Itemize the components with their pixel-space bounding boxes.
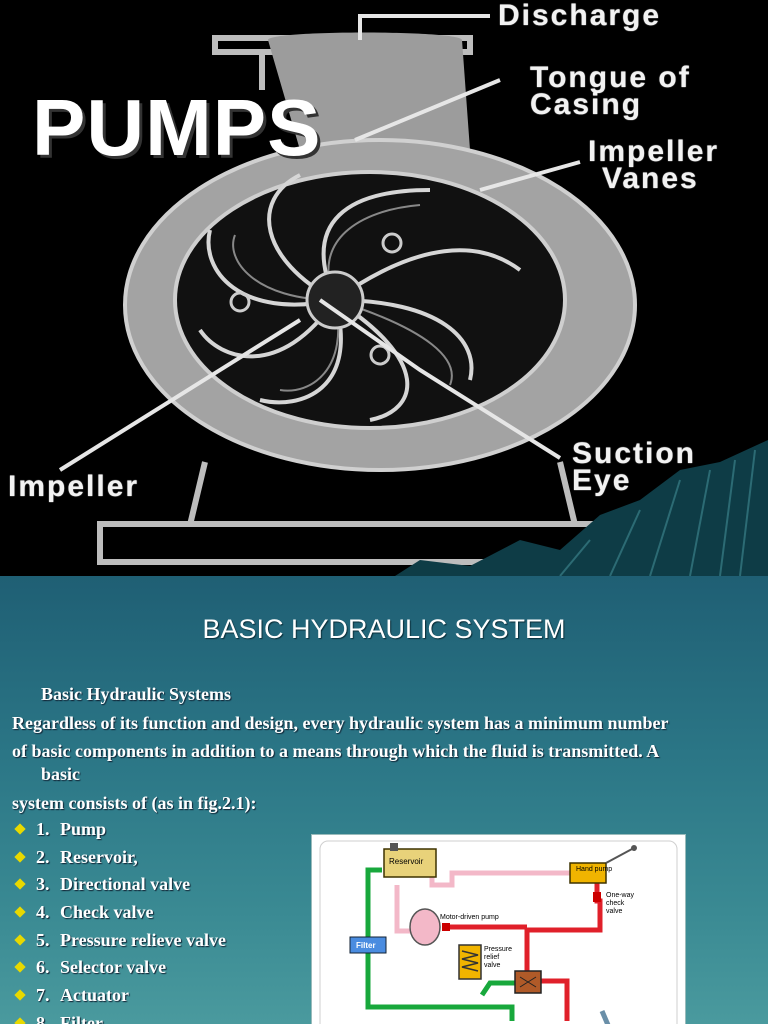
slide-heading: BASIC HYDRAULIC SYSTEM xyxy=(202,614,566,644)
list-item: 7. Actuator xyxy=(12,982,226,1010)
label-impeller: Impeller xyxy=(8,470,140,503)
list-item: 5. Pressure relieve valve xyxy=(12,927,226,955)
figure-label-hand-pump: Hand pump xyxy=(576,866,612,873)
paragraph-line: basic xyxy=(41,764,81,784)
item-text: Reservoir, xyxy=(60,846,138,867)
figure-label-motor-pump: Motor-driven pump xyxy=(440,914,499,921)
item-text: Selector valve xyxy=(60,957,167,978)
item-text: Directional valve xyxy=(60,874,191,895)
paragraph-line: system consists of (as in fig.2.1): xyxy=(12,793,257,813)
diamond-bullet-icon xyxy=(14,934,26,946)
diamond-bullet-icon xyxy=(14,823,26,835)
hydraulic-slide: BASIC HYDRAULIC SYSTEM Basic Hydraulic S… xyxy=(0,576,768,1024)
item-number: 1. xyxy=(36,819,50,839)
label-suction-eye: Suction Eye xyxy=(572,437,696,497)
section-subtitle: Basic Hydraulic Systems xyxy=(41,684,232,704)
list-item: 4. Check valve xyxy=(12,899,226,927)
item-number: 8. xyxy=(36,1012,50,1024)
label-tongue-of-casing: Tongue of Casing xyxy=(530,61,691,121)
centrifugal-pump-diagram xyxy=(58,14,768,576)
figure-label-check-3: valve xyxy=(606,908,622,915)
label-impeller-vanes: Impeller Vanes xyxy=(588,135,720,195)
slide-title: PUMPS xyxy=(32,83,322,172)
list-item: 2. Reservoir, xyxy=(12,844,226,872)
item-text: Check valve xyxy=(60,902,154,923)
figure-label-relief-2: relief xyxy=(484,954,499,961)
item-text: Pressure relieve valve xyxy=(60,929,226,950)
list-item: 3. Directional valve xyxy=(12,871,226,899)
figure-label-check-2: check xyxy=(606,900,625,907)
label-vanes-line2: Vanes xyxy=(602,162,699,195)
item-number: 7. xyxy=(36,985,50,1006)
diamond-bullet-icon xyxy=(14,989,26,1001)
label-discharge: Discharge xyxy=(498,0,662,32)
item-number: 2. xyxy=(36,846,50,867)
label-tongue-line2: Casing xyxy=(530,88,643,121)
diamond-bullet-icon xyxy=(14,906,26,918)
figure-label-filter: Filter xyxy=(356,941,376,950)
paragraph-line: of basic components in addition to a mea… xyxy=(12,741,660,761)
hydraulic-circuit-diagram: Reservoir Hand pump One-way check valve … xyxy=(319,840,678,1024)
figure-label-relief-3: valve xyxy=(484,962,500,969)
item-number: 3. xyxy=(36,874,50,895)
item-number: 4. xyxy=(36,902,50,923)
item-text: Pump xyxy=(60,819,107,839)
component-list: 1.Pump 2.Reservoir, 3.Directional valve … xyxy=(12,816,226,1024)
list-item: 6. Selector valve xyxy=(12,954,226,982)
item-number: 5. xyxy=(36,929,50,950)
label-suction-line1: Suction xyxy=(572,437,696,470)
figure-label-reservoir: Reservoir xyxy=(389,857,424,866)
figure-label-relief-1: Pressure xyxy=(484,946,512,953)
diamond-bullet-icon xyxy=(14,851,26,863)
list-item: 1. Pump xyxy=(12,816,226,844)
pumps-slide: PUMPS Discharge Tongue of Casing Impelle… xyxy=(8,0,768,576)
hydraulic-system-figure: Reservoir Hand pump One-way check valve … xyxy=(311,834,686,1024)
label-tongue-line1: Tongue of xyxy=(530,61,691,94)
item-text: Actuator xyxy=(60,985,129,1006)
list-item: 8. Filter xyxy=(12,1010,226,1024)
paragraph-line: Regardless of its function and design, e… xyxy=(12,713,669,733)
label-vanes-line1: Impeller xyxy=(588,135,720,168)
item-text: Filter xyxy=(60,1012,103,1024)
diamond-bullet-icon xyxy=(14,961,26,974)
diamond-bullet-icon xyxy=(14,1017,26,1024)
diamond-bullet-icon xyxy=(14,878,26,891)
figure-label-check-1: One-way xyxy=(606,892,635,899)
label-suction-line2: Eye xyxy=(572,464,632,497)
item-number: 6. xyxy=(36,957,50,978)
